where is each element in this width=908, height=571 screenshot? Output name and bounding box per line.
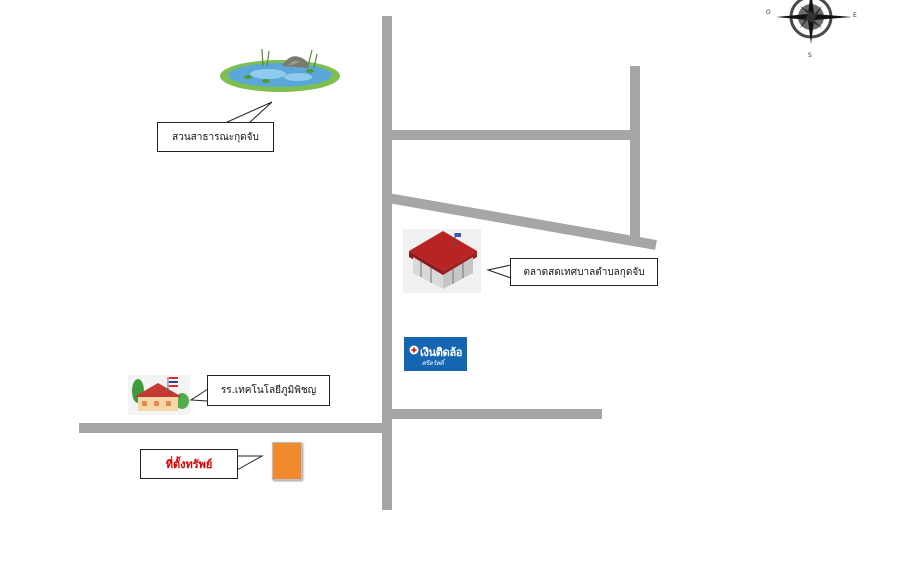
pond-icon — [220, 48, 340, 92]
school-icon — [128, 375, 190, 415]
compass-east-label: E — [853, 12, 857, 19]
compass-west-label: O — [766, 9, 771, 16]
road-upper-horizontal — [387, 130, 635, 140]
market-icon — [403, 229, 481, 293]
compass-rose-icon — [776, 0, 852, 44]
property-label: ที่ตั้งทรัพย์ — [140, 449, 238, 479]
brand-name: เงินติดล้อ — [420, 346, 463, 359]
school-label: รร.เทคโนโลยีภูมิพิชญ — [207, 375, 330, 406]
road-lower-right-horizontal — [387, 409, 602, 419]
compass-south-label: S — [808, 52, 812, 59]
road-lower-left-horizontal — [79, 423, 387, 433]
market-label: ตลาดสดเทศบาลตำบลกุดจับ — [510, 258, 658, 286]
property-marker-icon — [272, 442, 302, 480]
brand-tagline: ศรีสวัสดิ์ — [422, 360, 444, 367]
park-label: สวนสาธารณะกุดจับ — [157, 122, 274, 152]
brand-sign: เงินติดล้อ ศรีสวัสดิ์ — [404, 337, 467, 371]
brand-logo-icon — [409, 345, 419, 355]
road-right-vertical — [630, 66, 640, 244]
road-main-vertical — [382, 16, 392, 510]
